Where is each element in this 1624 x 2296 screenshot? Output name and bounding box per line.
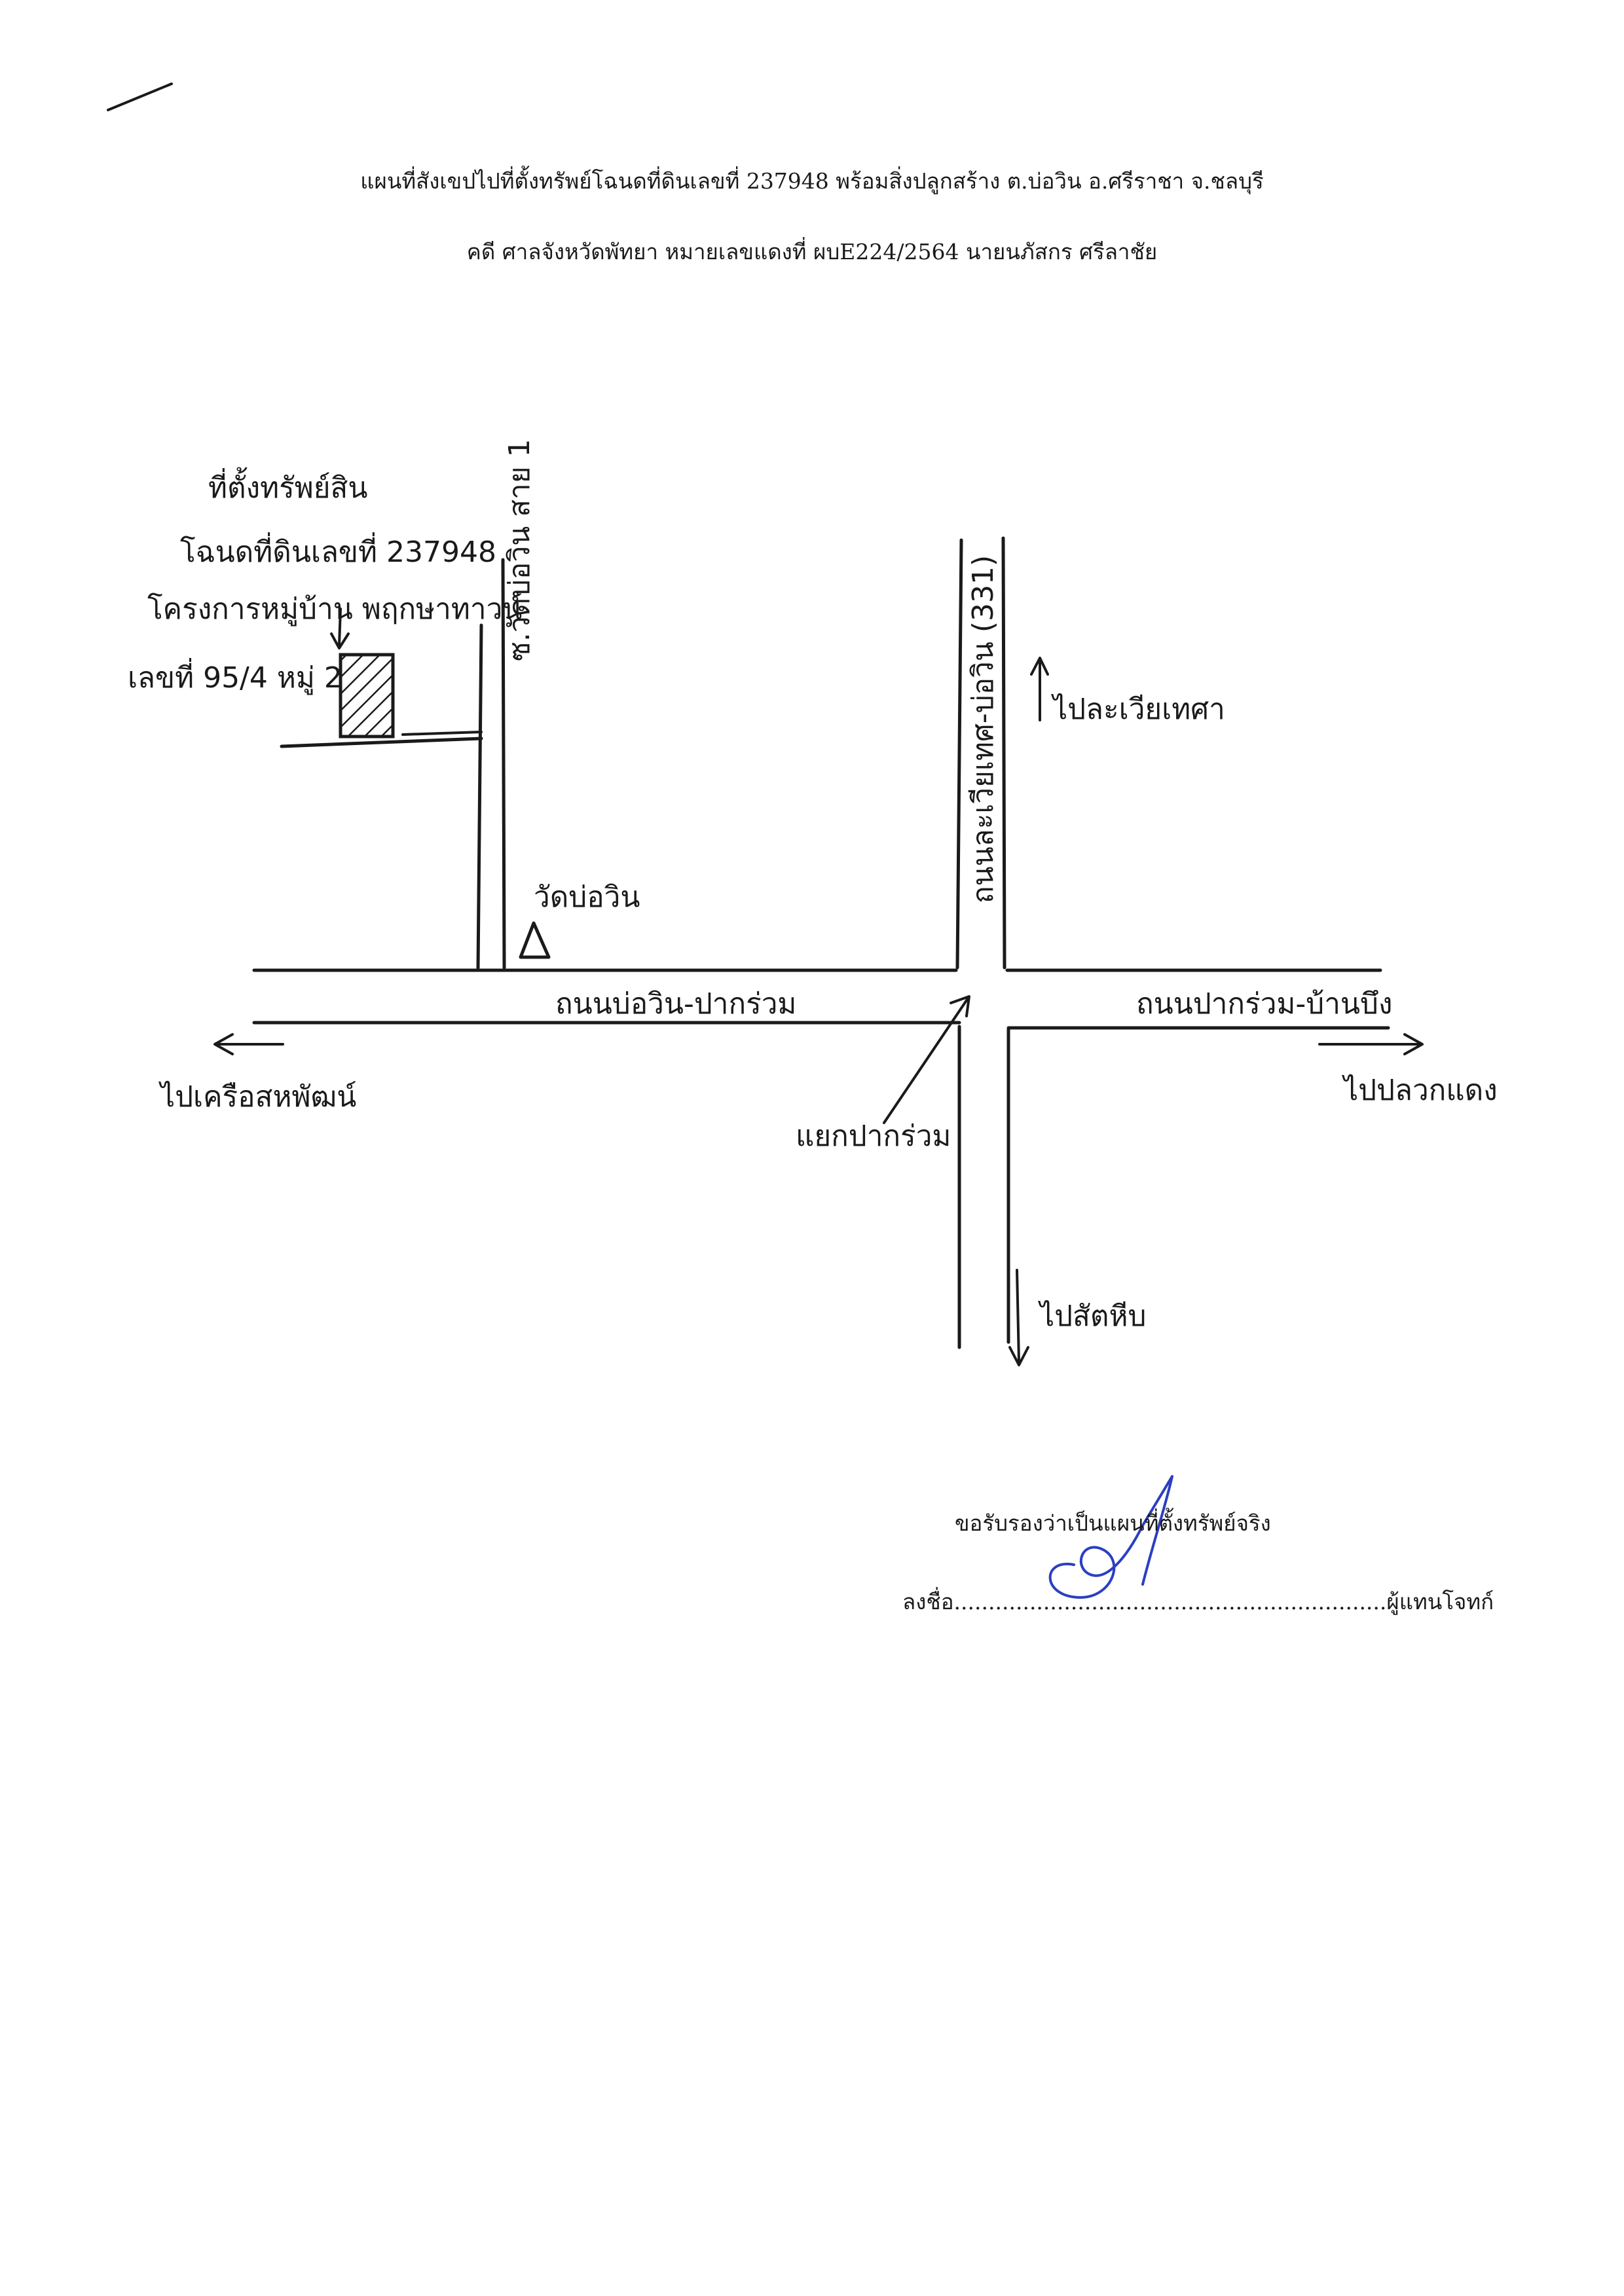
certification-text: ขอรับรองว่าเป็นแผนที่ตั้งทรัพย์จริง bbox=[955, 1510, 1271, 1536]
arrow-west bbox=[213, 1033, 284, 1055]
road-north-east-edge bbox=[1001, 536, 1006, 970]
property-label-line4: เลขที่ 95/4 หมู่ 2 bbox=[128, 657, 342, 695]
arrow-south bbox=[1008, 1269, 1029, 1366]
temple-label: วัดบ่อวิน bbox=[534, 881, 640, 914]
to-north-label: ไปละเวียเทศา bbox=[1051, 693, 1225, 726]
property-label-line1: ที่ตั้งทรัพย์สิน bbox=[208, 467, 367, 505]
junction-label: แยกปากร่วม bbox=[796, 1120, 951, 1153]
road-east-label: ถนนปากร่วม-บ้านบึง bbox=[1136, 987, 1392, 1021]
property-pointer-arrow bbox=[330, 608, 350, 649]
case-info: คดี ศาลจังหวัดพัทยา หมายเลขแดงที่ ผบE224… bbox=[466, 239, 1158, 264]
signature-scribble bbox=[1048, 1475, 1173, 1599]
arrow-north bbox=[1030, 657, 1049, 721]
access-lane-north bbox=[401, 731, 483, 736]
junction-pointer-arrow bbox=[883, 995, 970, 1124]
map-title: แผนที่สังเขปไปที่ตั้งทรัพย์โฉนดที่ดินเลข… bbox=[360, 168, 1264, 194]
to-west-label: ไปเครือสหพัฒน์ bbox=[158, 1080, 356, 1114]
property-parcel bbox=[339, 653, 395, 738]
soi-label: ซ.วัดบ่อวิน สาย 1 bbox=[503, 439, 536, 661]
access-lane-south bbox=[280, 737, 483, 748]
property-label-line2: โฉนดที่ดินเลขที่ 237948 bbox=[180, 532, 496, 569]
road-north-west-edge bbox=[955, 538, 963, 970]
temple-icon bbox=[519, 921, 551, 959]
property-label-line3: โครงการหมู่บ้าน พฤกษาทาวน์ bbox=[147, 592, 522, 627]
signature-line: ลงชื่อ..................................… bbox=[902, 1589, 1494, 1614]
to-east-label: ไปปลวกแดง bbox=[1342, 1074, 1498, 1107]
soi-east-edge bbox=[501, 558, 506, 970]
to-south-label: ไปสัตหีบ bbox=[1038, 1300, 1146, 1333]
scan-mark bbox=[107, 82, 173, 111]
road-west-label: ถนนบ่อวิน-ปากร่วม bbox=[555, 987, 796, 1021]
road-vertical-label: ถนนละเวียเทศ-บ่อวิน (331) bbox=[967, 555, 1000, 903]
soi-west-edge bbox=[476, 623, 483, 970]
arrow-east bbox=[1318, 1033, 1424, 1055]
